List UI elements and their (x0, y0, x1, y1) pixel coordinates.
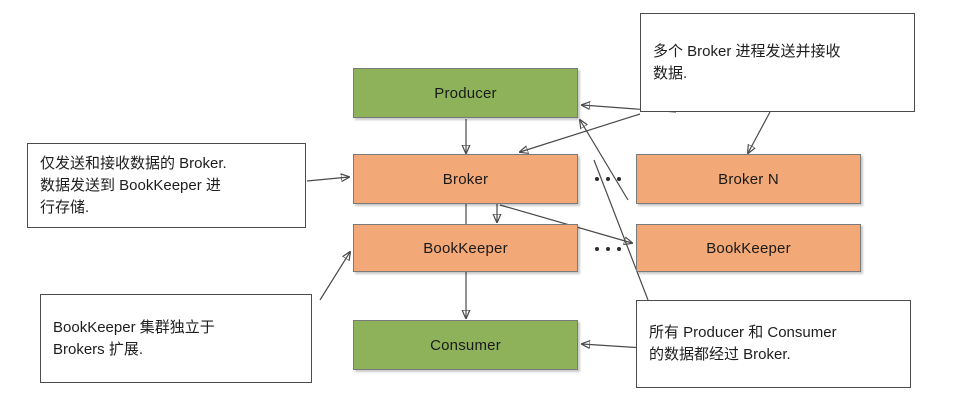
note-bookkeeper-scale-line-1: BookKeeper 集群独立于 (53, 318, 215, 336)
note-bookkeeper-scale-line-2: Brokers 扩展. (53, 340, 144, 358)
note-broker-line-1: 仅发送和接收数据的 Broker. (40, 154, 227, 172)
dot-icon (606, 177, 610, 181)
bookkeeper-ellipsis-icon (595, 247, 621, 251)
dot-icon (617, 177, 621, 181)
note-bookkeeper-scale: BookKeeper 集群独立于 Brokers 扩展. (40, 294, 312, 383)
note-all-through-broker-line-2: 的数据都经过 Broker. (649, 346, 791, 363)
note-broker: 仅发送和接收数据的 Broker. 数据发送到 BookKeeper 进 行存储… (27, 143, 306, 228)
node-bookkeeper[interactable]: BookKeeper (353, 224, 578, 272)
dot-icon (617, 247, 621, 251)
edge-note-scale-to-bookkeeper (319, 252, 350, 301)
node-producer-label: Producer (434, 84, 497, 102)
edge-producer-feedback (580, 120, 629, 201)
note-all-through-broker: 所有 Producer 和 Consumer 的数据都经过 Broker. (636, 300, 911, 388)
edge-note-multibroker-to-broker (520, 113, 641, 152)
node-broker[interactable]: Broker (353, 154, 578, 204)
note-multi-broker: 多个 Broker 进程发送并接收 数据. (640, 13, 915, 112)
edge-note-multibroker-to-brokern (748, 111, 771, 153)
edge-note-broker-to-broker (306, 177, 349, 181)
node-consumer-label: Consumer (430, 336, 501, 354)
dot-icon (606, 247, 610, 251)
broker-ellipsis-icon (595, 177, 621, 181)
node-broker-n-label: Broker N (718, 170, 779, 188)
note-multi-broker-line-1: 多个 Broker 进程发送并接收 (653, 42, 841, 60)
node-bookkeeper-n-label: BookKeeper (706, 239, 791, 257)
note-broker-line-3: 行存储. (40, 198, 90, 216)
note-all-through-broker-line-1: 所有 Producer 和 Consumer (649, 324, 837, 341)
note-broker-line-2: 数据发送到 BookKeeper 进 (40, 176, 221, 194)
note-multi-broker-line-2: 数据. (653, 64, 688, 82)
node-bookkeeper-n[interactable]: BookKeeper (636, 224, 861, 272)
node-consumer[interactable]: Consumer (353, 320, 578, 370)
node-broker-n[interactable]: Broker N (636, 154, 861, 204)
dot-icon (595, 247, 599, 251)
node-bookkeeper-label: BookKeeper (423, 239, 508, 257)
dot-icon (595, 177, 599, 181)
node-broker-label: Broker (442, 170, 489, 188)
node-producer[interactable]: Producer (353, 68, 578, 118)
